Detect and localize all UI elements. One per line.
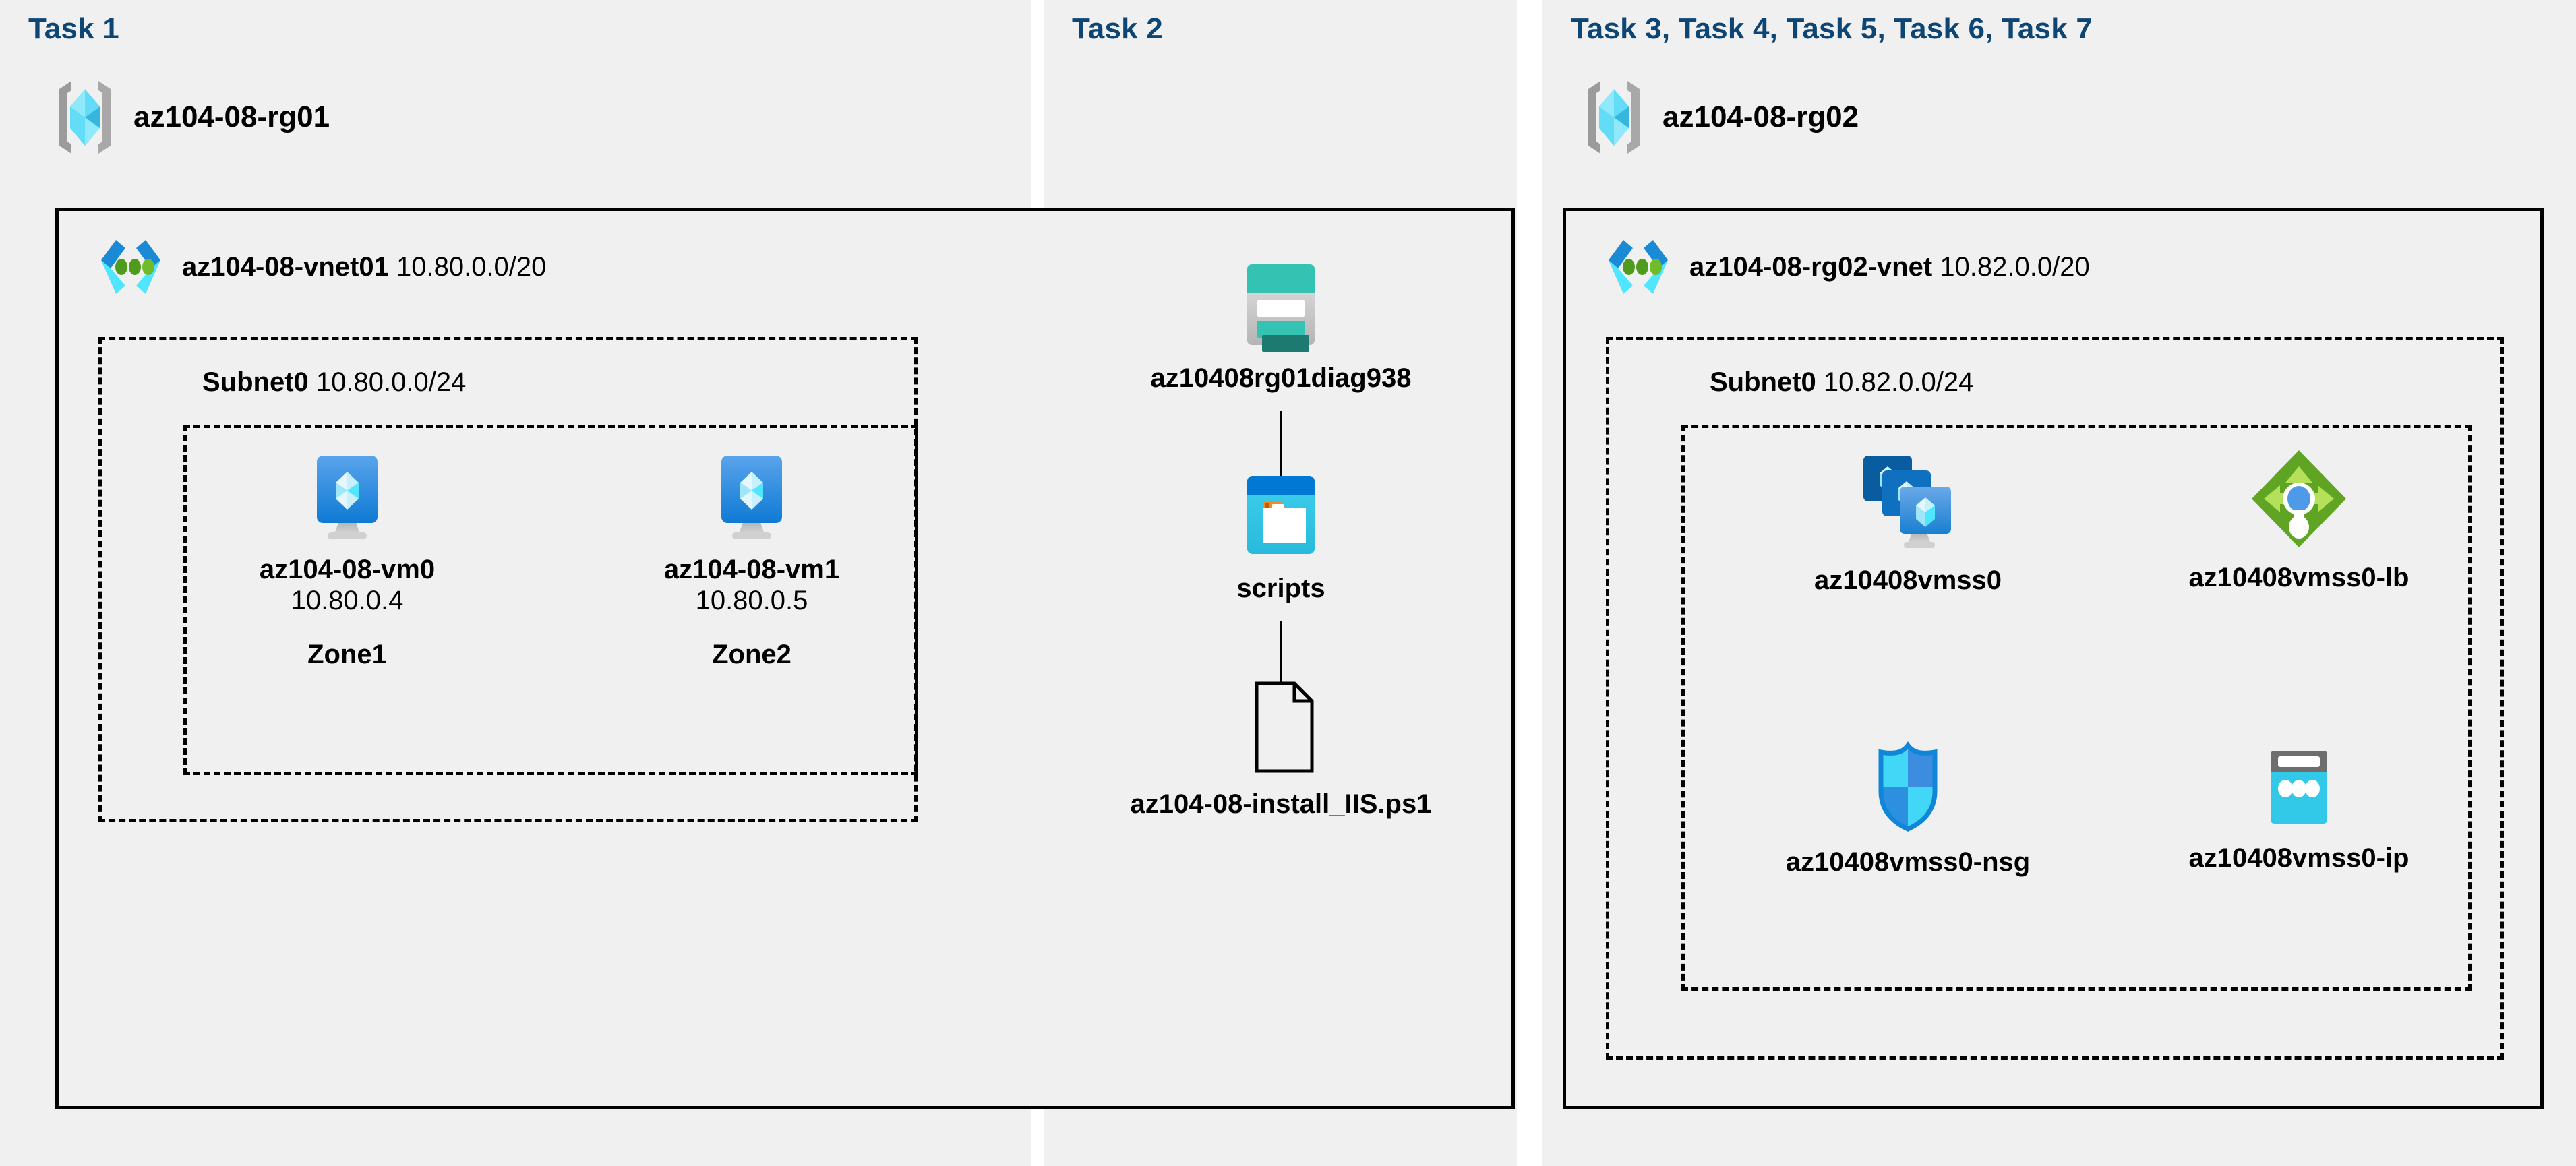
blob-container-name: scripts	[1236, 574, 1325, 603]
vm-zone: Zone1	[307, 640, 387, 669]
resource-group-icon	[54, 80, 116, 155]
vnet-header-vnet01[interactable]: az104-08-vnet01 10.80.0.0/20	[94, 237, 546, 297]
vmss-node[interactable]: az10408vmss0	[1760, 450, 2056, 596]
vm-name: az104-08-vm1	[663, 555, 840, 584]
vnet-name: az104-08-vnet01	[182, 251, 389, 282]
vm-scale-set-icon	[1760, 450, 2056, 553]
vnet-name: az104-08-rg02-vnet	[1689, 251, 1933, 282]
virtual-network-icon	[1602, 237, 1675, 297]
subnet-label-vnet01: Subnet0 10.80.0.0/24	[202, 367, 466, 398]
vmss-name: az10408vmss0	[1814, 565, 2002, 595]
storage-account-icon	[1092, 262, 1470, 348]
connector-container-to-file	[1280, 621, 1282, 686]
vm-node-vm1[interactable]: az104-08-vm1 10.80.0.5 Zone2	[634, 453, 870, 670]
virtual-network-icon	[94, 237, 167, 297]
vm-zone: Zone2	[712, 640, 791, 669]
task-title-2: Task 2	[1072, 12, 1163, 45]
vnet-box-rg02vnet	[1563, 208, 2544, 1109]
public-ip-address-icon	[2144, 744, 2454, 830]
resource-group-rg01[interactable]: az104-08-rg01	[54, 80, 330, 155]
connector-storage-to-container	[1280, 411, 1282, 476]
vm-group-box	[183, 425, 918, 775]
public-ip-node[interactable]: az10408vmss0-ip	[2144, 744, 2454, 873]
task-title-3to7: Task 3, Task 4, Task 5, Task 6, Task 7	[1571, 12, 2093, 45]
resource-group-name: az104-08-rg01	[133, 100, 330, 133]
vnet-cidr: 10.80.0.0/20	[396, 251, 547, 282]
resource-group-name: az104-08-rg02	[1663, 100, 1859, 133]
subnet-box-rg02vnet-subnet0	[1606, 337, 2504, 1060]
subnet-name: Subnet0	[202, 367, 309, 397]
file-icon	[1058, 681, 1503, 774]
script-file-name: az104-08-install_IIS.ps1	[1130, 789, 1432, 819]
task-title-1: Task 1	[28, 12, 119, 45]
load-balancer-node[interactable]: az10408vmss0-lb	[2144, 448, 2454, 593]
load-balancer-icon	[2144, 448, 2454, 550]
vnet-box-vnet01	[55, 208, 1515, 1109]
storage-account-name: az10408rg01diag938	[1150, 363, 1412, 393]
storage-account-node[interactable]: az10408rg01diag938	[1092, 262, 1470, 394]
blob-container-icon	[1092, 472, 1470, 558]
vm-ip: 10.80.0.4	[291, 586, 404, 615]
load-balancer-name: az10408vmss0-lb	[2188, 563, 2409, 592]
vm-node-vm0[interactable]: az104-08-vm0 10.80.0.4 Zone1	[229, 453, 465, 670]
nsg-name: az10408vmss0-nsg	[1785, 847, 2031, 877]
script-file-node[interactable]: az104-08-install_IIS.ps1	[1058, 681, 1503, 820]
subnet-cidr: 10.82.0.0/24	[1823, 367, 1974, 397]
vm-ip: 10.80.0.5	[695, 586, 808, 615]
blob-container-node[interactable]: scripts	[1092, 472, 1470, 604]
nsg-node[interactable]: az10408vmss0-nsg	[1760, 740, 2056, 878]
resource-group-rg02[interactable]: az104-08-rg02	[1583, 80, 1859, 155]
vnet-label: az104-08-rg02-vnet 10.82.0.0/20	[1689, 252, 2090, 282]
vnet-cidr: 10.82.0.0/20	[1940, 251, 2090, 282]
resource-group-icon	[1583, 80, 1645, 155]
virtual-machine-icon	[634, 453, 870, 542]
subnet-cidr: 10.80.0.0/24	[316, 367, 467, 397]
vnet-label: az104-08-vnet01 10.80.0.0/20	[182, 252, 546, 282]
scale-set-group-box	[1681, 425, 2472, 991]
network-security-group-icon	[1760, 740, 2056, 834]
vm-name: az104-08-vm0	[259, 555, 436, 584]
public-ip-name: az10408vmss0-ip	[2188, 843, 2409, 873]
storage-account-dark-bar	[1262, 335, 1309, 352]
subnet-label-rg02vnet: Subnet0 10.82.0.0/24	[1710, 367, 1973, 398]
vnet-header-rg02vnet[interactable]: az104-08-rg02-vnet 10.82.0.0/20	[1602, 237, 2090, 297]
subnet-name: Subnet0	[1710, 367, 1816, 397]
virtual-machine-icon	[229, 453, 465, 542]
